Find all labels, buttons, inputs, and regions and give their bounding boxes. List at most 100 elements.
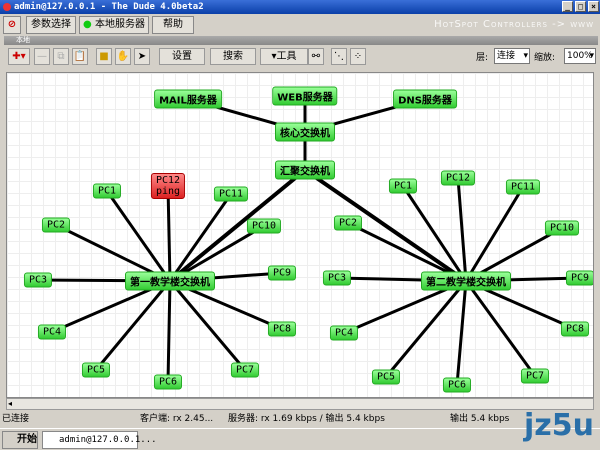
device-node-mail[interactable]: MAIL服务器 xyxy=(154,89,222,109)
link-agg-sw1[interactable] xyxy=(168,168,307,283)
device-node-a1[interactable]: PC1 xyxy=(92,183,122,199)
hand-icon[interactable]: ✋ xyxy=(115,48,131,65)
device-node-a2[interactable]: PC2 xyxy=(41,217,71,233)
node-label: PC1 xyxy=(97,185,117,197)
search-button[interactable]: 搜索 xyxy=(210,48,256,65)
note-icon[interactable]: ■ xyxy=(96,48,112,65)
node-label: PC3 xyxy=(28,274,48,286)
horizontal-scrollbar[interactable]: ◂ xyxy=(6,398,594,410)
app-icon xyxy=(3,3,11,11)
layer-select[interactable]: 连接▾ xyxy=(494,48,530,64)
local-server-button[interactable]: ● 本地服务器 xyxy=(79,16,149,34)
device-node-a9[interactable]: PC9 xyxy=(267,265,297,281)
device-node-a10[interactable]: PC10 xyxy=(246,218,282,234)
node-label: PC4 xyxy=(334,327,354,339)
zoom-select[interactable]: 100%▾ xyxy=(564,48,596,64)
device-node-b10[interactable]: PC10 xyxy=(544,220,580,236)
node-label: PC6 xyxy=(158,376,178,388)
link-agg-sw2[interactable] xyxy=(303,168,468,283)
link-sw1-a11[interactable] xyxy=(168,193,233,282)
node-label: PC8 xyxy=(272,323,292,335)
device-node-b7[interactable]: PC7 xyxy=(520,368,550,384)
node-label: 第二教学楼交换机 xyxy=(426,277,506,289)
node-label: 第一教学楼交换机 xyxy=(130,277,210,289)
chevron-down-icon: ▾ xyxy=(523,51,528,61)
node-label: PC2 xyxy=(338,217,358,229)
prefs-button[interactable]: 参数选择 xyxy=(26,16,76,34)
device-node-a11[interactable]: PC11 xyxy=(213,186,249,202)
close-button[interactable]: × xyxy=(588,1,599,12)
link-sw1-a5[interactable] xyxy=(94,280,172,371)
device-node-a3[interactable]: PC3 xyxy=(23,272,53,288)
add-icon[interactable]: ✚▾ xyxy=(8,48,30,65)
paste-icon[interactable]: 📋 xyxy=(72,48,88,65)
taskbar-item[interactable]: admin@127.0.0.1... xyxy=(42,431,157,449)
device-node-b8[interactable]: PC8 xyxy=(560,321,590,337)
device-node-b11[interactable]: PC11 xyxy=(505,179,541,195)
device-node-b5[interactable]: PC5 xyxy=(371,369,401,385)
node-label: PC10 xyxy=(549,222,575,234)
device-node-web[interactable]: WEB服务器 xyxy=(272,86,338,106)
copy-icon[interactable]: ⧉ xyxy=(53,48,69,65)
arrange-icon[interactable]: ⋱ xyxy=(331,48,347,65)
title-bar: admin@127.0.0.1 - The Dude 4.0beta2 _□× xyxy=(0,0,600,14)
device-node-b6[interactable]: PC6 xyxy=(442,377,472,393)
link-sw1-a12[interactable] xyxy=(166,185,172,282)
device-node-b12[interactable]: PC12 xyxy=(440,170,476,186)
device-node-core[interactable]: 核心交换机 xyxy=(275,122,335,142)
node-label: PC8 xyxy=(565,323,585,335)
device-node-b1[interactable]: PC1 xyxy=(388,178,418,194)
tools-button[interactable]: ▾工具 xyxy=(260,48,308,65)
start-button[interactable]: 开始 xyxy=(2,431,38,449)
link-sw2-b7[interactable] xyxy=(464,280,537,377)
device-node-a8[interactable]: PC8 xyxy=(267,321,297,337)
device-node-a5[interactable]: PC5 xyxy=(81,362,111,378)
node-label: PC5 xyxy=(376,371,396,383)
device-node-b2[interactable]: PC2 xyxy=(333,215,363,231)
node-label: PC4 xyxy=(42,326,62,338)
device-node-a6[interactable]: PC6 xyxy=(153,374,183,390)
disconnect-icon[interactable]: ⊘ xyxy=(3,16,21,34)
circle-layout-icon[interactable]: ⁘ xyxy=(350,48,366,65)
chevron-down-icon: ▾ xyxy=(589,51,594,61)
link-sw2-b5[interactable] xyxy=(384,280,468,378)
node-label: MAIL服务器 xyxy=(159,95,217,107)
node-label: PC9 xyxy=(570,272,590,284)
remove-icon[interactable]: — xyxy=(34,48,50,65)
watermark-logo: jz5u xyxy=(524,408,594,443)
device-node-sw1[interactable]: 第一教学楼交换机 xyxy=(125,271,215,291)
scroll-left-icon[interactable]: ◂ xyxy=(8,399,13,408)
node-label: PC7 xyxy=(235,364,255,376)
device-node-a7[interactable]: PC7 xyxy=(230,362,260,378)
network-map-canvas[interactable]: MAIL服务器 WEB服务器 DNS服务器核心交换机汇聚交换机第一教学楼交换机 第二教… xyxy=(6,72,594,398)
link-sw1-a6[interactable] xyxy=(166,280,172,383)
device-node-sw2[interactable]: 第二教学楼交换机 xyxy=(421,271,511,291)
client-traffic: 客户端: rx 2.45... xyxy=(140,414,214,424)
settings-button[interactable]: 设置 xyxy=(159,48,205,65)
binoculars-icon[interactable]: ⚯ xyxy=(308,48,324,65)
link-sw2-b1[interactable] xyxy=(401,185,468,282)
menu-bar: ⊘ 参数选择 ● 本地服务器 帮助 HotSpot Controllers ->… xyxy=(0,14,600,36)
node-label: PC5 xyxy=(86,364,106,376)
maximize-button[interactable]: □ xyxy=(575,1,586,12)
link-sw2-b12[interactable] xyxy=(456,177,468,282)
device-node-agg[interactable]: 汇聚交换机 xyxy=(275,160,335,180)
device-node-dns[interactable]: DNS服务器 xyxy=(393,89,457,109)
node-label: DNS服务器 xyxy=(398,95,452,107)
node-label: PC12 xyxy=(445,172,471,184)
link-sw2-b6[interactable] xyxy=(455,280,468,386)
server-traffic: 服务器: rx 1.69 kbps / 输出 5.4 kbps xyxy=(228,414,385,424)
help-button[interactable]: 帮助 xyxy=(152,16,194,34)
device-node-b4[interactable]: PC4 xyxy=(329,325,359,341)
toolbar: ✚▾ — ⧉ 📋 ■ ✋ ➤ 设置 搜索 ▾工具 ⚯ ⋱ ⁘ 层: 连接▾ 缩放… xyxy=(4,45,598,69)
link-sw2-b2[interactable] xyxy=(347,221,467,283)
link-sw1-a7[interactable] xyxy=(168,280,247,371)
minimize-button[interactable]: _ xyxy=(562,1,573,12)
link-sw2-b11[interactable] xyxy=(464,186,525,282)
device-node-b3[interactable]: PC3 xyxy=(322,270,352,286)
pointer-icon[interactable]: ➤ xyxy=(134,48,150,65)
link-sw1-a1[interactable] xyxy=(105,190,172,282)
device-node-a4[interactable]: PC4 xyxy=(37,324,67,340)
device-node-b9[interactable]: PC9 xyxy=(565,270,593,286)
